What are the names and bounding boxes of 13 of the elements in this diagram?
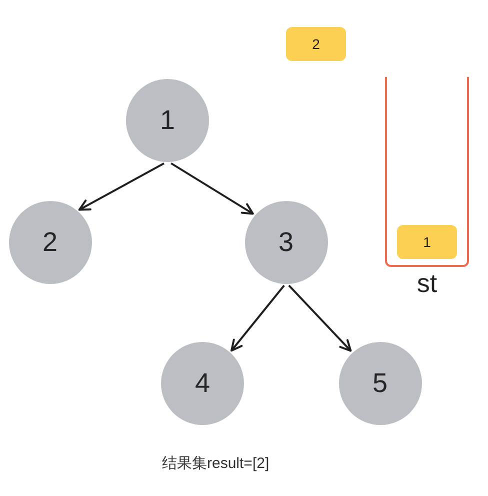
stack-item: 1 [397,225,457,259]
tree-node: 2 [8,200,92,284]
tree-node: 4 [161,342,244,424]
tree-node: 3 [244,200,328,284]
arrow [78,162,164,211]
tree-node: 5 [338,342,422,424]
floating-item: 2 [286,27,346,61]
tree-node: 1 [126,78,209,162]
result-text: 结果集result=[2] [162,455,270,473]
arrow [288,284,352,352]
arrow [230,284,285,352]
arrow [170,162,254,215]
stack-label: st [416,268,438,298]
